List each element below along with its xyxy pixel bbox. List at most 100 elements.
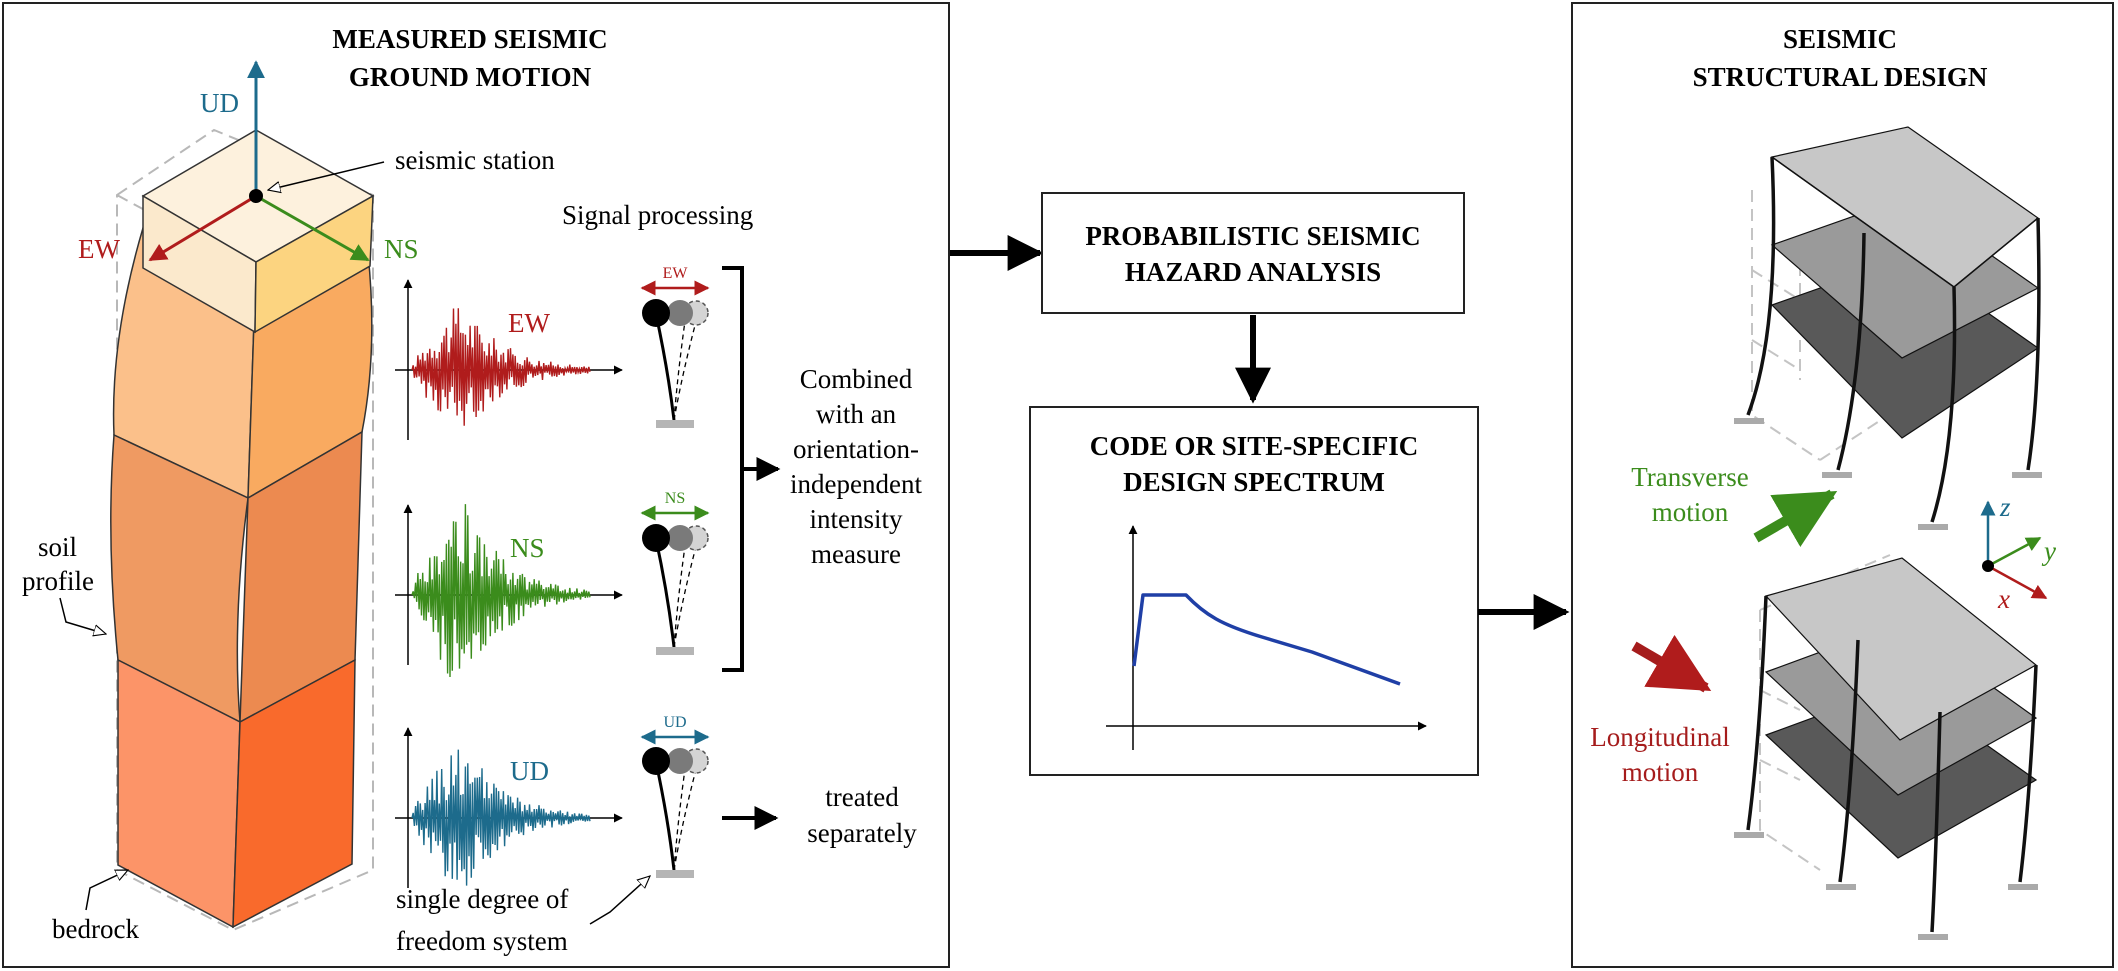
sdof-ns-stem-mid: [673, 538, 687, 648]
sdof-ew-stem-mid: [673, 313, 687, 421]
sdof-system-leader: [589, 876, 650, 925]
soil-profile-leader: [59, 597, 106, 634]
ud-accelerogram: [411, 749, 591, 886]
ew-axis-arrow: [148, 194, 257, 262]
spectrum-box: [1029, 406, 1479, 776]
sdof-ns-mass: [642, 524, 670, 552]
frame-transverse-support-1: [1734, 418, 1764, 424]
ns-accelerogram: [411, 504, 591, 678]
sdof-ns-mass-ghost1: [667, 525, 693, 551]
ew-axis-label: EW: [78, 234, 120, 264]
longitudinal-motion-label-line2: motion: [1622, 757, 1699, 787]
seismic-station-point: [249, 189, 263, 203]
ud-axis-label: UD: [200, 88, 239, 118]
soil-profile-label-line1: soil: [38, 532, 77, 562]
bedrock-label: bedrock: [52, 914, 139, 944]
spectrum-title-line2: DESIGN SPECTRUM: [1123, 467, 1385, 497]
sdof-ew-stem-right: [673, 313, 699, 421]
frame-transverse-support-2: [1822, 472, 1852, 478]
soil-column: [110, 128, 375, 932]
frame-transverse-column-2: [1836, 232, 1866, 471]
sdof-ns-stem: [654, 538, 676, 648]
ew-accelerogram: [411, 308, 591, 426]
frame-transverse: [1734, 126, 2042, 530]
sdof-ns-stem-right: [673, 538, 699, 648]
ns-axis-label: NS: [384, 234, 419, 264]
frame-longitudinal-column-1: [1746, 595, 1768, 831]
frame-longitudinal-column-3: [1930, 711, 1942, 933]
sdof-ns-label: NS: [665, 490, 685, 507]
sdof-ud-stem-right: [673, 761, 699, 871]
design-spectrum-curve: [1132, 593, 1401, 686]
xyz-triad: z y x: [1980, 492, 2056, 614]
sdof-ud-stem-mid: [673, 761, 687, 871]
psha-title-line1: PROBABILISTIC SEISMIC: [1085, 221, 1420, 251]
combined-line-1: Combined: [800, 364, 913, 394]
signal-processing-label: Signal processing: [562, 200, 753, 230]
seismic-station-leader: [268, 161, 385, 190]
sdof-ud-mass: [642, 747, 670, 775]
sdof-oscillator-ud: UD: [640, 714, 710, 878]
frame-longitudinal-support-3: [1918, 934, 1948, 940]
soil-profile-label-line2: profile: [22, 566, 94, 596]
soil-layer-bottom-side: [232, 658, 356, 929]
frame-longitudinal: [1734, 554, 2038, 940]
combined-measure-text: Combined with an orientation- independen…: [790, 364, 922, 569]
sdof-system-label-line1: single degree of: [396, 884, 568, 914]
y-axis-arrow: [1987, 536, 2042, 568]
combined-line-3: orientation-: [793, 434, 919, 464]
longitudinal-motion-arrow: [1631, 634, 1712, 693]
sdof-ud-base: [656, 870, 694, 878]
sdof-ud-mass-ghost1: [667, 748, 693, 774]
combined-line-5: intensity: [810, 504, 903, 534]
ew-signal-label: EW: [508, 308, 550, 338]
ns-axis-arrow: [255, 194, 370, 262]
left-panel-title-line1: MEASURED SEISMIC: [332, 24, 607, 54]
frame-transverse-column-3: [1930, 286, 1957, 523]
frame-longitudinal-undeformed: [1759, 554, 1891, 871]
horizontal-components-bracket: [722, 266, 778, 672]
spectrum-title-line1: CODE OR SITE-SPECIFIC: [1090, 431, 1419, 461]
combined-line-6: measure: [811, 539, 901, 569]
x-axis-arrow: [1987, 564, 2048, 600]
ud-signal-label: UD: [510, 756, 549, 786]
seismic-station-label: seismic station: [395, 145, 555, 175]
frame-longitudinal-support-4: [2008, 884, 2038, 890]
sdof-ew-stem: [654, 313, 676, 421]
combined-line-4: independent: [790, 469, 922, 499]
frame-transverse-support-3: [1918, 524, 1948, 530]
sdof-system-label-line2: freedom system: [396, 926, 568, 956]
sdof-ew-mass-ghost1: [667, 300, 693, 326]
soil-layer-mid-side: [239, 430, 363, 724]
psha-box: [1041, 192, 1465, 314]
right-panel-frame: [1571, 2, 2114, 968]
frame-longitudinal-column-4: [2018, 664, 2038, 883]
ns-signal-label: NS: [510, 533, 545, 563]
frame-longitudinal-support-2: [1826, 884, 1856, 890]
frame-longitudinal-support-1: [1734, 832, 1764, 838]
left-panel-frame: [2, 2, 950, 968]
frame-transverse-column-4: [2026, 217, 2041, 471]
frame-longitudinal-column-2: [1838, 639, 1860, 883]
x-axis-label: x: [1997, 584, 2010, 614]
sdof-ew-mass: [642, 299, 670, 327]
soil-cap-side-face: [254, 194, 374, 334]
bedrock-leader: [85, 869, 128, 911]
sdof-ew-label: EW: [663, 265, 689, 282]
psha-title-line2: HAZARD ANALYSIS: [1125, 257, 1381, 287]
left-panel-title-line2: GROUND MOTION: [349, 62, 592, 92]
y-axis-label: y: [2041, 536, 2056, 566]
sdof-ud-stem: [654, 761, 676, 871]
z-axis-label: z: [1999, 492, 2011, 522]
treated-line-2: separately: [807, 818, 917, 848]
frame-transverse-column-1: [1746, 156, 1776, 416]
treated-line-1: treated: [825, 782, 899, 812]
sdof-ud-label: UD: [663, 714, 686, 731]
right-panel-title-line1: SEISMIC: [1783, 24, 1897, 54]
longitudinal-motion-label-line1: Longitudinal: [1590, 722, 1729, 752]
frame-transverse-support-4: [2012, 472, 2042, 478]
transverse-motion-arrow: [1753, 489, 1838, 548]
transverse-motion-label-line1: Transverse: [1631, 462, 1749, 492]
triad-origin: [1982, 560, 1994, 572]
